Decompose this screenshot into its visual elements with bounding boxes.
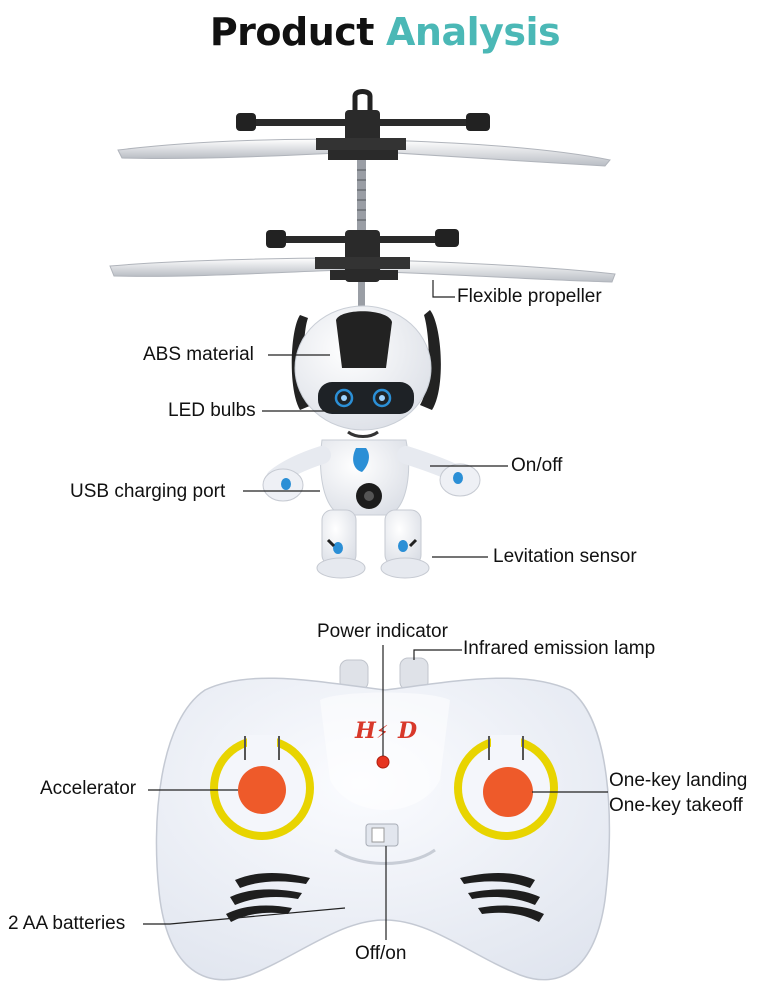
right-stick-one-key[interactable] — [454, 735, 558, 840]
label-one-key-landing: One-key landing — [609, 770, 748, 791]
label-accelerator: Accelerator — [40, 778, 137, 799]
led-eye-left — [334, 388, 354, 408]
power-indicator-light — [376, 755, 390, 769]
svg-text:D: D — [397, 718, 417, 744]
label-levitation-sensor: Levitation sensor — [493, 546, 637, 567]
label-usb-charging-port: USB charging port — [70, 481, 226, 502]
label-abs-material: ABS material — [143, 344, 254, 365]
top-propeller — [117, 89, 611, 167]
title-word-product: Product — [209, 10, 375, 54]
label-2-aa-batteries: 2 AA batteries — [8, 913, 126, 934]
label-one-key-takeoff: One-key takeoff — [609, 795, 743, 816]
left-stick-accelerator[interactable] — [210, 735, 314, 840]
right-grip-stripes — [460, 873, 544, 922]
robot-helicopter — [109, 89, 616, 579]
controller-leader-lines — [143, 645, 608, 940]
label-on-off: On/off — [511, 455, 563, 476]
svg-text:⚡: ⚡ — [376, 722, 389, 743]
label-led-bulbs: LED bulbs — [168, 400, 256, 421]
left-grip-stripes — [226, 873, 310, 922]
label-infrared-emission-lamp: Infrared emission lamp — [463, 638, 656, 659]
bottom-propeller — [109, 229, 616, 283]
led-eye-right — [372, 388, 392, 408]
remote-controller: H ⚡ D — [155, 657, 611, 981]
controller-logo: H — [354, 718, 377, 744]
label-flexible-propeller: Flexible propeller — [457, 286, 602, 307]
label-power-indicator: Power indicator — [317, 621, 448, 642]
label-off-on: Off/on — [355, 943, 407, 964]
robot-leader-lines — [243, 280, 508, 558]
title-word-analysis: Analysis — [385, 10, 561, 54]
